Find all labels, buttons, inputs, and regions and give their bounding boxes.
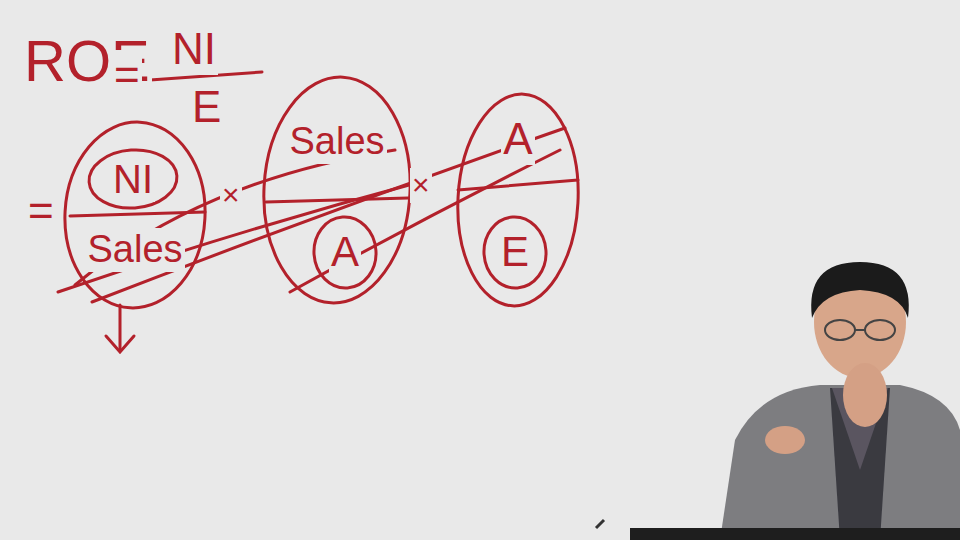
inner-circle: A [312,215,378,290]
fraction-circle: SalesA [262,75,412,305]
inner-circle: E [482,215,548,290]
cancel-stroke [290,150,560,292]
inner-circle: NI [87,148,179,210]
formula-label: × [410,168,432,203]
formula-term: Sales [287,120,386,164]
down-arrow [119,305,122,350]
formula-label: NI [170,24,218,75]
fraction-circle: Sales NI [63,120,207,310]
formula-term: E [499,228,531,276]
lecturer-figure [596,262,960,540]
formula-label: = [26,186,56,237]
formula-label: E [190,82,223,133]
formula-term: NI [111,156,155,202]
formula-label: = [112,50,142,101]
formula-term: A [501,114,534,165]
down-arrow-head [106,336,134,352]
fraction-circle: AE [456,92,580,308]
formula-term: Sales [85,228,184,272]
fraction-bar [266,198,408,202]
formula-term: A [329,228,361,276]
fraction-bar [458,180,578,190]
formula-label: × [220,178,242,213]
